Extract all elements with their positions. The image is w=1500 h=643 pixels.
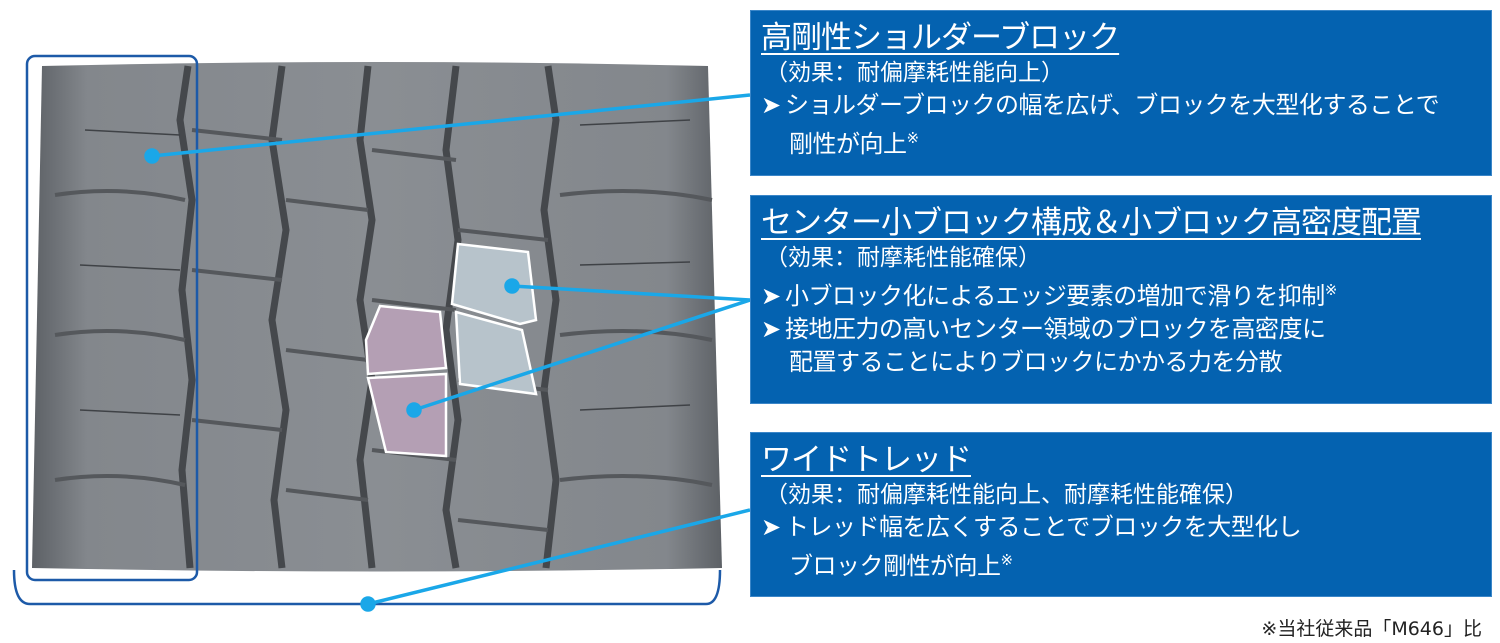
callout-shoulder-block: 高剛性ショルダーブロック （効果：耐偏摩耗性能向上） ➤ショルダーブロックの幅を… [750, 10, 1492, 176]
leader-lines [144, 93, 750, 612]
callout-title: ワイドトレッド [761, 442, 972, 478]
callout-effect: （効果：耐摩耗性能確保） [765, 245, 1041, 271]
right-triangle-arrow-icon: ➤ [761, 315, 781, 343]
right-triangle-arrow-icon: ➤ [761, 513, 781, 541]
callout-title: 高剛性ショルダーブロック [761, 20, 1120, 56]
callout-effect: （効果：耐偏摩耗性能向上、耐摩耗性能確保） [765, 482, 1248, 508]
highlighted-center-small-blocks [364, 304, 448, 458]
right-triangle-arrow-icon: ➤ [761, 91, 781, 119]
callout-bullet: ➤小ブロック化によるエッジ要素の増加で滑りを抑制※ [761, 274, 1481, 313]
highlighted-shoulder-small-blocks [450, 242, 538, 396]
callout-wide-tread: ワイドトレッド （効果：耐偏摩耗性能向上、耐摩耗性能確保） ➤トレッド幅を広くす… [750, 432, 1492, 597]
callout-title: センター小ブロック構成＆小ブロック高密度配置 [761, 205, 1422, 241]
thin-sipes [79, 119, 691, 416]
right-triangle-arrow-icon: ➤ [761, 282, 781, 310]
callout-bullet: ➤ショルダーブロックの幅を広げ、ブロックを大型化することで剛性が向上※ [761, 91, 1440, 158]
callout-center-small-blocks: センター小ブロック構成＆小ブロック高密度配置 （効果：耐摩耗性能確保） ➤小ブロ… [750, 195, 1492, 404]
callout-effect: （効果：耐偏摩耗性能向上） [765, 60, 1064, 86]
tire-tread-illustration [12, 54, 750, 612]
footnote: ※当社従来品「M646」比 [1261, 618, 1482, 640]
shoulder-block-bracket [25, 54, 199, 582]
callout-bullet: ➤トレッド幅を広くすることでブロックを大型化しブロック剛性が向上※ [761, 513, 1302, 580]
callout-bullet: ➤接地圧力の高いセンター領域のブロックを高密度に配置することによりブロックにかか… [761, 315, 1326, 376]
tread-grooves [176, 65, 560, 569]
